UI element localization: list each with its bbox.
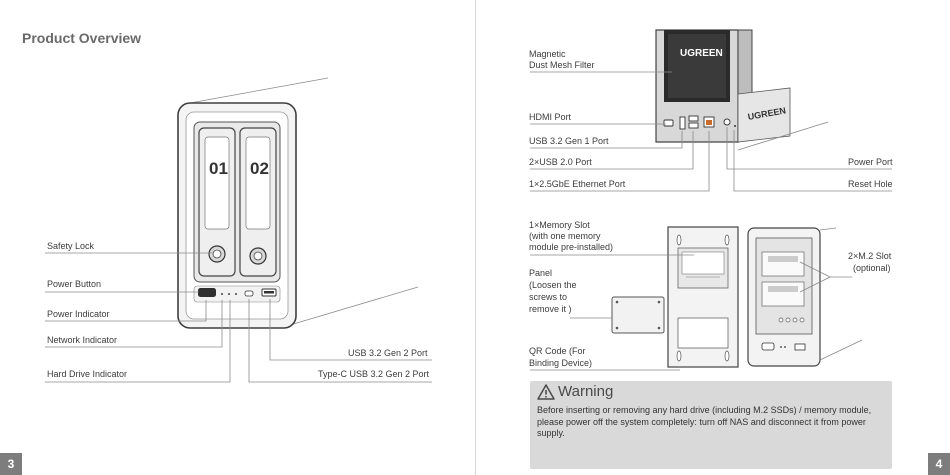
- bay-label-02: 02: [250, 159, 269, 178]
- warning-box: Warning Before inserting or removing any…: [530, 381, 892, 469]
- label-dust-filter-line1: Magnetic: [529, 49, 566, 59]
- label-usb32-gen2: USB 3.2 Gen 2 Port: [348, 348, 428, 358]
- label-panel-line4: remove it ): [529, 304, 572, 314]
- brand-logo-top: UGREEN: [680, 48, 723, 59]
- page-title: Product Overview: [22, 30, 142, 46]
- label-safety-lock: Safety Lock: [47, 241, 95, 251]
- label-panel-line2: (Loosen the: [529, 280, 577, 290]
- page-number-left: 3: [0, 453, 22, 475]
- label-memory-line2: (with one memory: [529, 231, 601, 241]
- page-number-right: 4: [928, 453, 950, 475]
- label-ethernet: 1×2.5GbE Ethernet Port: [529, 179, 626, 189]
- label-hard-drive-indicator: Hard Drive Indicator: [47, 369, 128, 379]
- warning-title: Warning: [558, 383, 614, 400]
- label-power-button: Power Button: [47, 279, 102, 289]
- label-dust-filter-line2: Dust Mesh Filter: [529, 60, 595, 70]
- label-m2-line1: 2×M.2 Slot: [848, 251, 892, 261]
- label-qr-line2: Binding Device): [529, 358, 593, 368]
- label-panel-line1: Panel: [529, 268, 553, 278]
- warning-triangle-icon: [537, 383, 555, 400]
- label-memory-line1: 1×Memory Slot: [529, 220, 590, 230]
- label-power-port: Power Port: [848, 157, 893, 167]
- label-memory-line3: module pre-installed): [529, 242, 614, 252]
- front-device-illustration: [45, 77, 432, 383]
- warning-text: Before inserting or removing any hard dr…: [537, 405, 872, 438]
- label-typec-usb32-gen2: Type-C USB 3.2 Gen 2 Port: [318, 369, 430, 379]
- label-panel-line3: screws to: [529, 292, 568, 302]
- label-power-indicator: Power Indicator: [47, 309, 110, 319]
- label-reset-hole: Reset Hole: [848, 179, 893, 189]
- label-usb32-gen1: USB 3.2 Gen 1 Port: [529, 136, 609, 146]
- label-network-indicator: Network Indicator: [47, 335, 118, 345]
- label-hdmi-port: HDMI Port: [529, 112, 572, 122]
- label-qr-line1: QR Code (For: [529, 346, 586, 356]
- warning-header: Warning: [537, 383, 613, 400]
- label-usb20: 2×USB 2.0 Port: [529, 157, 592, 167]
- label-m2-line2: (optional): [853, 263, 891, 273]
- bay-label-01: 01: [209, 159, 228, 178]
- page-left: Product Overview: [0, 30, 432, 475]
